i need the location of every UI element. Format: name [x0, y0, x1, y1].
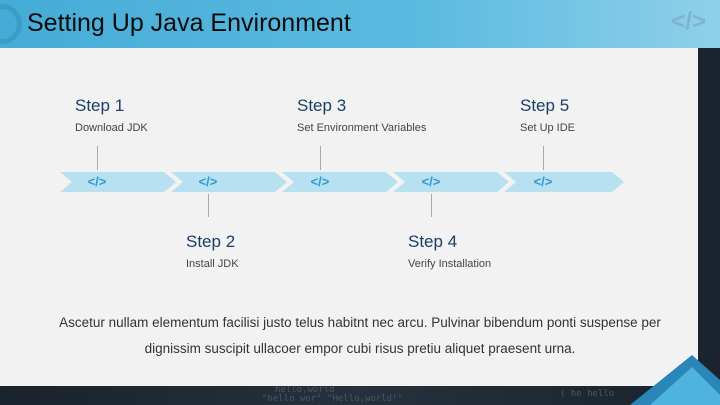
- step-1: Step 1 Download JDK: [75, 96, 148, 134]
- bg-code-line: hello,world: [275, 385, 335, 395]
- step-title: Step 4: [408, 232, 458, 251]
- step-title: Step 2: [186, 232, 236, 251]
- code-icon: </>: [671, 8, 706, 35]
- connector-line: [431, 194, 432, 217]
- description-paragraph: Ascetur nullam elementum facilisi justo …: [59, 315, 661, 356]
- code-icon: </>: [310, 174, 330, 189]
- step-desc: Install JDK: [186, 258, 239, 270]
- step-3: Step 3 Set Environment Variables: [297, 96, 426, 134]
- step-desc: Verify Installation: [408, 258, 492, 270]
- header-bar: Setting Up Java Environment </>: [0, 0, 720, 48]
- timeline-chevron: [504, 172, 624, 192]
- step-desc: Set Environment Variables: [297, 122, 427, 134]
- code-icon: </>: [533, 174, 553, 189]
- page-title: Setting Up Java Environment: [27, 9, 351, 37]
- bg-code-line: ( he hello: [560, 389, 615, 399]
- connector-line: [320, 146, 321, 170]
- code-icon: </>: [421, 174, 441, 189]
- step-desc: Set Up IDE: [520, 122, 576, 134]
- code-icon: </>: [198, 174, 218, 189]
- code-icon: </>: [87, 174, 107, 189]
- step-2: Step 2 Install JDK: [186, 232, 239, 270]
- step-title: Step 5: [520, 96, 570, 115]
- timeline-chevron: [60, 172, 176, 192]
- bg-code-line: "hello wor" "Hello,world!": [262, 394, 403, 404]
- step-title: Step 1: [75, 96, 125, 115]
- content-panel: [0, 48, 698, 386]
- timeline-chevron: [393, 172, 509, 192]
- step-4: Step 4 Verify Installation: [408, 232, 491, 270]
- timeline-chevron: [282, 172, 398, 192]
- step-desc: Download JDK: [75, 122, 148, 134]
- triangle-decoration: [630, 355, 720, 405]
- step-5: Step 5 Set Up IDE: [520, 96, 575, 134]
- connector-line: [97, 146, 98, 170]
- connector-line: [543, 146, 544, 170]
- circle-decoration: [0, 4, 22, 44]
- timeline-chevron: [171, 172, 287, 192]
- connector-line: [208, 194, 209, 217]
- step-title: Step 3: [297, 96, 347, 115]
